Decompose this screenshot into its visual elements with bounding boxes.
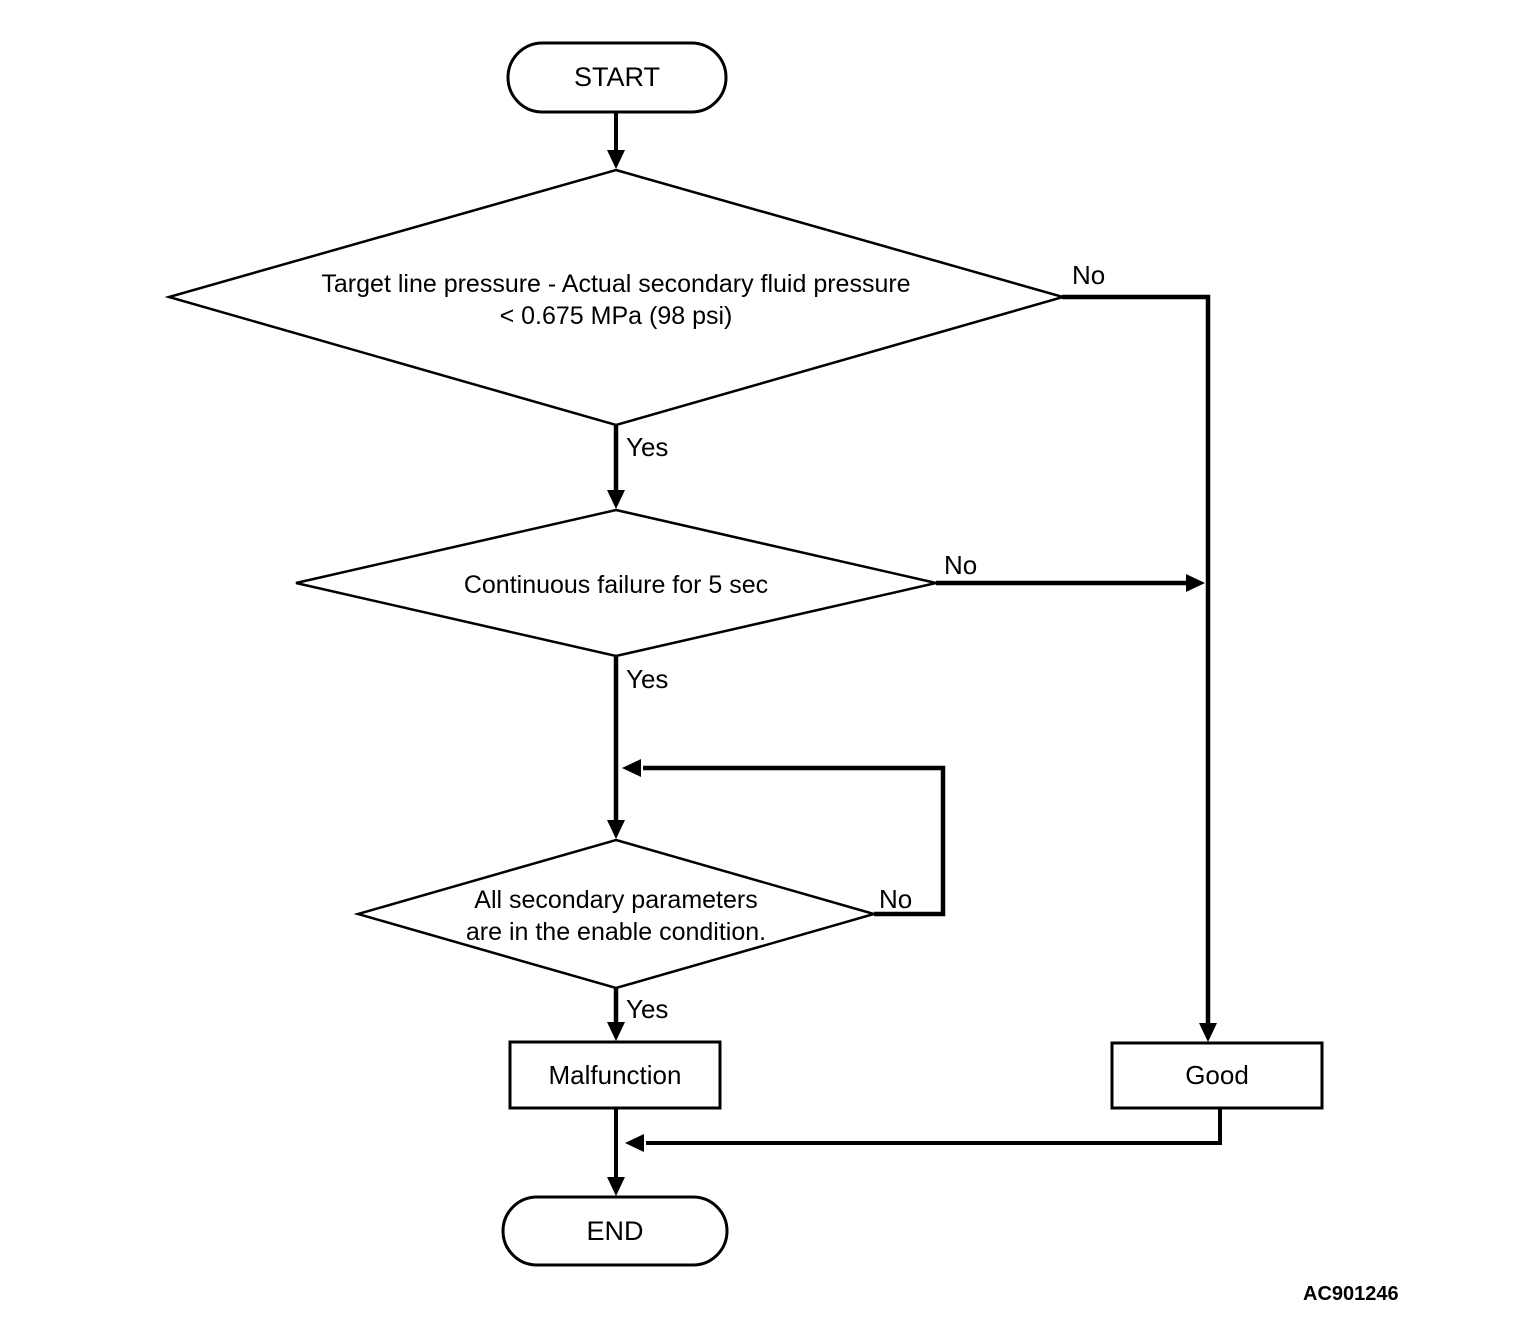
arrowhead-left-icon: [625, 1134, 644, 1152]
end-node: [501, 1195, 729, 1267]
arrowhead-left-icon: [622, 759, 641, 777]
decision1-text-line2: < 0.675 MPa (98 psi): [499, 302, 733, 330]
good-node: [1110, 1041, 1324, 1110]
arrowhead-right-icon: [1186, 574, 1205, 592]
malfunction-node: [508, 1040, 722, 1110]
decision3-text-line1: All secondary parameters: [474, 886, 758, 914]
edge-good-to-end: [646, 1108, 1222, 1145]
decision2-yes-label: Yes: [626, 664, 669, 694]
edge-decision3-no-loop: [643, 765, 946, 917]
figure-id: AC901246: [1303, 1283, 1399, 1305]
decision3-diamond: [353, 838, 879, 990]
start-node: [506, 41, 728, 114]
decision2-text: Continuous failure for 5 sec: [463, 571, 769, 599]
arrowhead-down-icon: [607, 150, 625, 169]
arrowhead-down-icon: [1199, 1023, 1217, 1042]
malfunction-label: Malfunction: [548, 1060, 682, 1090]
decision1-yes-label: Yes: [626, 432, 669, 462]
decision3-no-label: No: [879, 884, 913, 914]
edge-decision1-no: [1062, 294, 1211, 1026]
decision1-text: Target line pressure - Actual secondary …: [216, 268, 1016, 332]
arrowhead-down-icon: [607, 1022, 625, 1041]
decision3-text: All secondary parameters are in the enab…: [366, 884, 866, 948]
decision2-no-label: No: [944, 550, 978, 580]
arrowhead-down-icon: [607, 820, 625, 839]
decision1-diamond: [164, 168, 1068, 427]
end-label: END: [586, 1216, 644, 1246]
decision3-yes-label: Yes: [626, 994, 669, 1024]
good-label: Good: [1185, 1060, 1249, 1090]
start-label: START: [573, 62, 660, 92]
decision1-no-label: No: [1072, 260, 1106, 290]
arrowhead-down-icon: [607, 1177, 625, 1196]
arrowhead-down-icon: [607, 490, 625, 509]
decision1-text-line1: Target line pressure - Actual secondary …: [321, 270, 911, 298]
decision2-diamond: [295, 508, 937, 658]
decision3-text-line2: are in the enable condition.: [465, 918, 767, 946]
